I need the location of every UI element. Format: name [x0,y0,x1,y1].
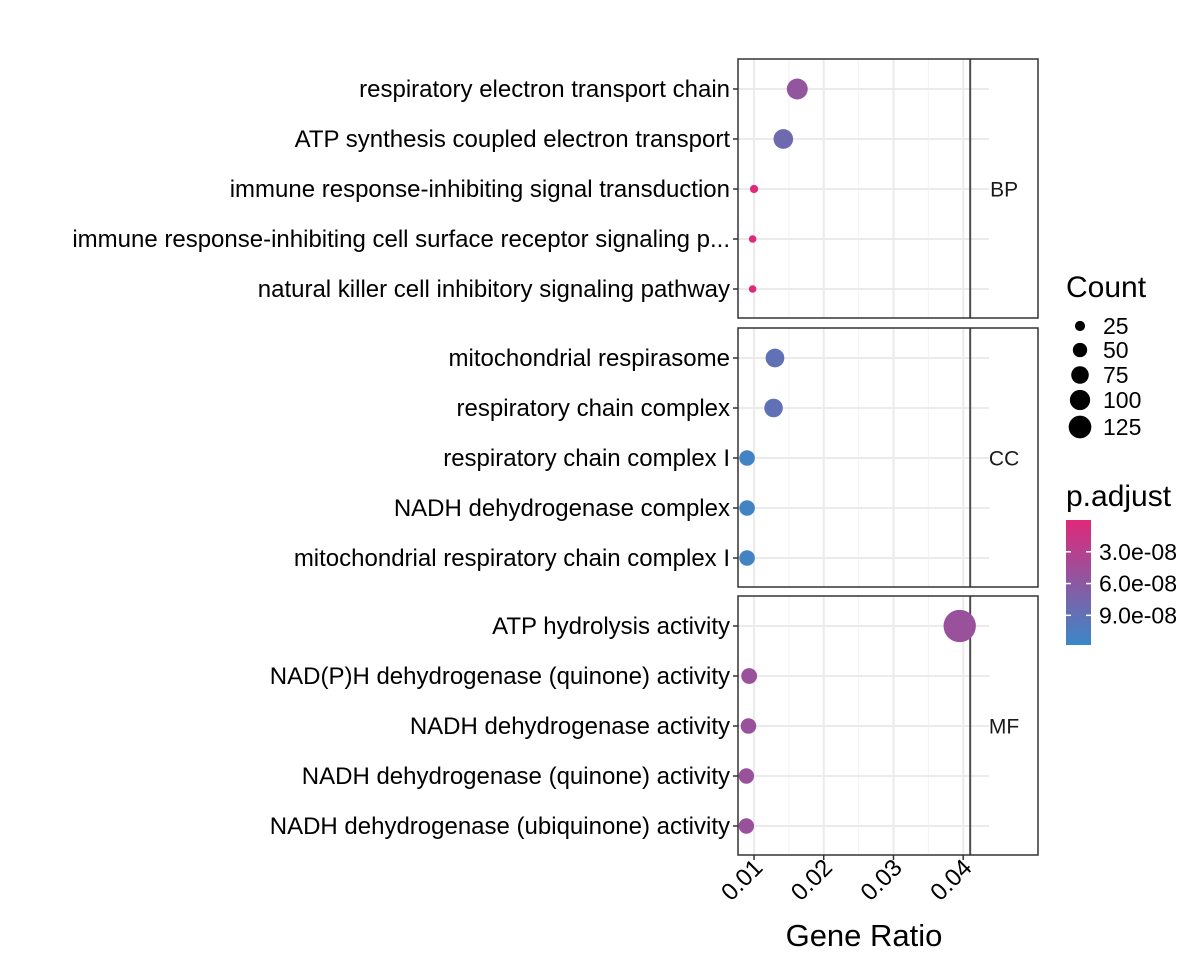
count-legend-label: 125 [1103,414,1141,440]
x-tick-label: 0.02 [786,854,838,906]
count-legend-label: 75 [1103,362,1129,388]
data-point [739,500,755,516]
x-tick-label: 0.03 [856,854,908,906]
count-legend-key [1072,342,1088,358]
padjust-legend-label: 6.0e-08 [1099,571,1177,597]
data-point [773,129,794,149]
data-point [738,818,755,834]
facet-panels: respiratory electron transport chainATP … [72,58,1039,856]
panel-border [737,327,1039,588]
term-label: NAD(P)H dehydrogenase (quinone) activity [270,663,730,690]
count-legend-key [1071,366,1089,384]
term-label: NADH dehydrogenase (ubiquinone) activity [270,813,730,840]
x-axis: 0.01 0.02 0.03 0.04 [716,854,977,906]
count-legend-key [1068,415,1092,439]
data-point [786,78,808,100]
data-point [764,398,783,418]
data-point [741,668,758,684]
count-legend-key [1074,320,1086,332]
facet-strip-label: CC [989,448,1019,471]
term-label: NADH dehydrogenase activity [410,713,730,740]
x-tick-label: 0.04 [925,854,977,906]
term-label: respiratory chain complex I [443,445,730,472]
panel-cc: mitochondrial respirasome respiratory cha… [294,327,1039,588]
padjust-legend-label: 3.0e-08 [1099,539,1177,565]
count-legend-title: Count [1066,271,1147,304]
term-label: respiratory electron transport chain [359,76,730,103]
count-legend-label: 50 [1103,337,1129,363]
count-legend-label: 100 [1103,387,1141,413]
term-label: immune response-inhibiting cell surface … [72,226,730,253]
data-point [765,348,785,368]
count-legend-key [1069,389,1091,411]
term-label: ATP synthesis coupled electron transport [295,126,731,153]
term-label: ATP hydrolysis activity [492,613,730,640]
term-label: mitochondrial respirasome [449,345,730,372]
panel-border [737,58,1039,319]
padjust-legend-label: 9.0e-08 [1099,602,1177,628]
padjust-colorbar [1066,520,1091,645]
panel-border [737,595,1039,856]
data-point [749,184,759,194]
panel-bp: respiratory electron transport chainATP … [72,58,1039,319]
data-point [739,450,755,466]
term-label: natural killer cell inhibitory signaling… [258,276,730,303]
term-label: NADH dehydrogenase complex [394,495,730,522]
data-point [943,609,976,643]
facet-strip-label: BP [990,179,1018,202]
data-point [748,285,757,293]
data-point [748,235,757,243]
term-label: respiratory chain complex [457,395,730,422]
padjust-legend: p.adjust 3.0e-08 6.0e-08 9.0e-08 [1066,480,1177,645]
facet-strip-label: MF [989,716,1019,739]
term-label: mitochondrial respiratory chain complex … [294,545,730,572]
term-label: NADH dehydrogenase (quinone) activity [302,763,730,790]
count-legend-label: 25 [1103,313,1129,339]
x-axis-title: Gene Ratio [786,918,943,953]
term-label: immune response-inhibiting signal transd… [230,176,730,203]
x-tick-label: 0.01 [716,854,768,906]
padjust-legend-title: p.adjust [1066,480,1172,513]
data-point [739,550,755,566]
data-point [738,768,755,784]
data-point [740,718,757,734]
